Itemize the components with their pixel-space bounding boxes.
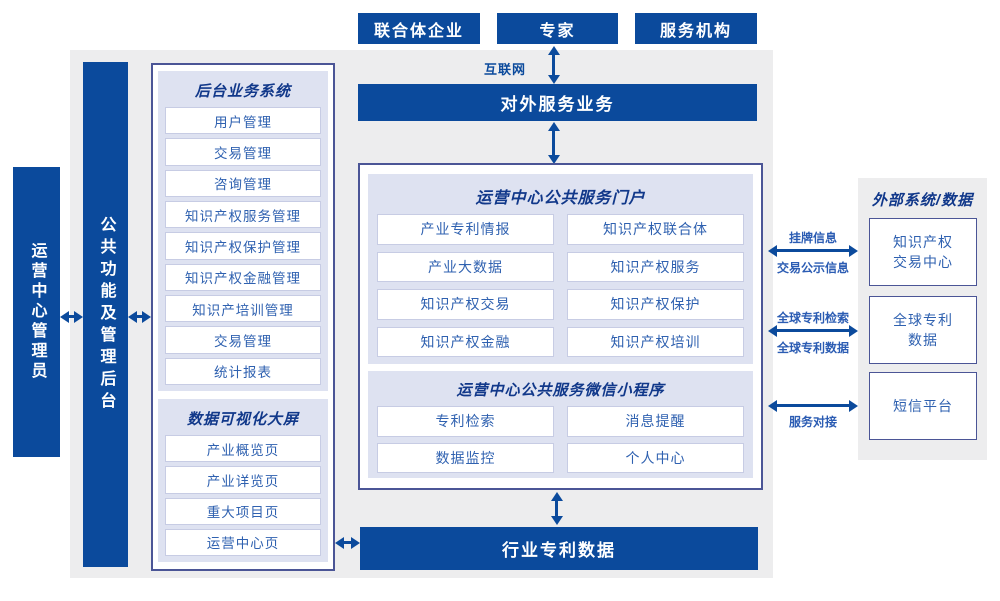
portal-item-ip-consortium: 知识产权联合体: [567, 214, 744, 245]
portal-item-patent-intelligence: 产业专利情报: [377, 214, 554, 245]
internet-label: 互联网: [483, 62, 526, 77]
portal-title: 运营中心公共服务门户: [475, 190, 646, 207]
screen-item-major-projects: 重大项目页: [165, 497, 321, 525]
ext-box-line: 数据: [908, 332, 938, 348]
backend-item-consult-mgmt: 咨询管理: [165, 169, 321, 197]
arrow-admin-to-backend-icon: [60, 310, 83, 323]
data-screen-title: 数据可视化大屏: [186, 411, 299, 428]
backend-system-title: 后台业务系统: [194, 83, 291, 100]
portal-item-industry-bigdata: 产业大数据: [377, 251, 554, 282]
mini-item-patent-search: 专利检索: [377, 406, 554, 437]
public-service-portal-panel: 运营中心公共服务门户 产业专利情报 知识产权联合体 产业大数据 知识产权服务 知…: [368, 174, 753, 364]
portal-item-ip-protection: 知识产权保护: [567, 289, 744, 320]
screen-item-operation-center: 运营中心页: [165, 528, 321, 556]
external-service-business-bar: 对外服务业务: [358, 84, 757, 121]
backend-item-ip-protection-mgmt: 知识产权保护管理: [165, 232, 321, 260]
wechat-miniprogram-panel: 运营中心公共服务微信小程序 专利检索 消息提醒 数据监控 个人中心: [368, 371, 753, 478]
backend-item-ip-service-mgmt: 知识产权服务管理: [165, 200, 321, 229]
portal-item-ip-finance: 知识产权金融: [377, 326, 554, 357]
data-screen-items: 产业概览页 产业详览页 重大项目页 运营中心页: [165, 435, 321, 556]
backend-system-items: 用户管理 交易管理 咨询管理 知识产权服务管理 知识产权保护管理 知识产权金融管…: [165, 107, 321, 385]
arrow-trade-center-icon: [768, 244, 858, 257]
industry-patent-data-bar: 行业专利数据: [360, 527, 758, 570]
actor-service-agencies: 服务机构: [635, 13, 757, 44]
backend-business-system-panel: 后台业务系统 用户管理 交易管理 咨询管理 知识产权服务管理 知识产权保护管理 …: [158, 71, 328, 391]
link-label-listing-info: 挂牌信息: [788, 231, 837, 245]
arrow-sms-platform-icon: [768, 399, 858, 412]
external-box-sms-platform: 短信平台: [869, 372, 977, 440]
backend-item-user-mgmt: 用户管理: [165, 107, 321, 135]
link-label-global-patent-search: 全球专利检索: [776, 311, 849, 325]
external-box-global-patent-data: 全球专利 数据: [869, 296, 977, 364]
link-label-trade-publicity: 交易公示信息: [776, 261, 849, 275]
sidebar-public-functions-backend: 公共功能及管理后台: [83, 62, 128, 567]
backend-item-trade-mgmt-2: 交易管理: [165, 326, 321, 354]
ext-box-line: 交易中心: [893, 254, 953, 270]
arrow-global-patent-icon: [768, 324, 858, 337]
portal-item-ip-service: 知识产权服务: [567, 251, 744, 282]
arrow-internet-icon: [547, 46, 560, 84]
mini-item-data-monitoring: 数据监控: [377, 442, 554, 473]
link-label-global-patent-data: 全球专利数据: [776, 341, 849, 355]
link-label-service-docking: 服务对接: [788, 415, 837, 429]
ext-box-line: 短信平台: [893, 397, 953, 414]
portal-item-ip-training: 知识产权培训: [567, 326, 744, 357]
arrow-service-to-portal-icon: [547, 122, 560, 164]
screen-item-industry-detail: 产业详览页: [165, 466, 321, 494]
mini-item-message-reminder: 消息提醒: [567, 406, 744, 437]
backend-item-ip-training-mgmt: 知识产培训管理: [165, 294, 321, 323]
ext-box-line: 知识产权: [893, 233, 953, 250]
external-systems-title: 外部系统/数据: [871, 192, 974, 209]
screen-item-industry-overview: 产业概览页: [165, 435, 321, 463]
external-box-ip-trade-center: 知识产权 交易中心: [869, 218, 977, 286]
data-visualization-panel: 数据可视化大屏 产业概览页 产业详览页 重大项目页 运营中心页: [158, 399, 328, 562]
ext-box-line: 全球专利: [893, 311, 953, 328]
sidebar-operation-center-admin: 运营中心管理员: [13, 167, 60, 457]
backend-item-trade-mgmt: 交易管理: [165, 138, 321, 166]
arrow-backend-to-system-icon: [128, 310, 151, 323]
portal-items: 产业专利情报 知识产权联合体 产业大数据 知识产权服务 知识产权交易 知识产权保…: [377, 214, 744, 357]
mini-item-personal-center: 个人中心: [567, 442, 744, 473]
backend-item-ip-finance-mgmt: 知识产权金融管理: [165, 263, 321, 291]
arrow-portal-to-industry-data-icon: [550, 492, 563, 525]
actor-experts: 专家: [497, 13, 618, 44]
miniprogram-items: 专利检索 消息提醒 数据监控 个人中心: [377, 406, 744, 473]
miniprogram-title: 运营中心公共服务微信小程序: [456, 382, 665, 399]
arrow-screen-to-industry-data-icon: [335, 536, 360, 549]
backend-item-statistics-report: 统计报表: [165, 357, 321, 385]
actor-consortium-enterprises: 联合体企业: [358, 13, 480, 44]
portal-item-ip-trade: 知识产权交易: [377, 289, 554, 320]
